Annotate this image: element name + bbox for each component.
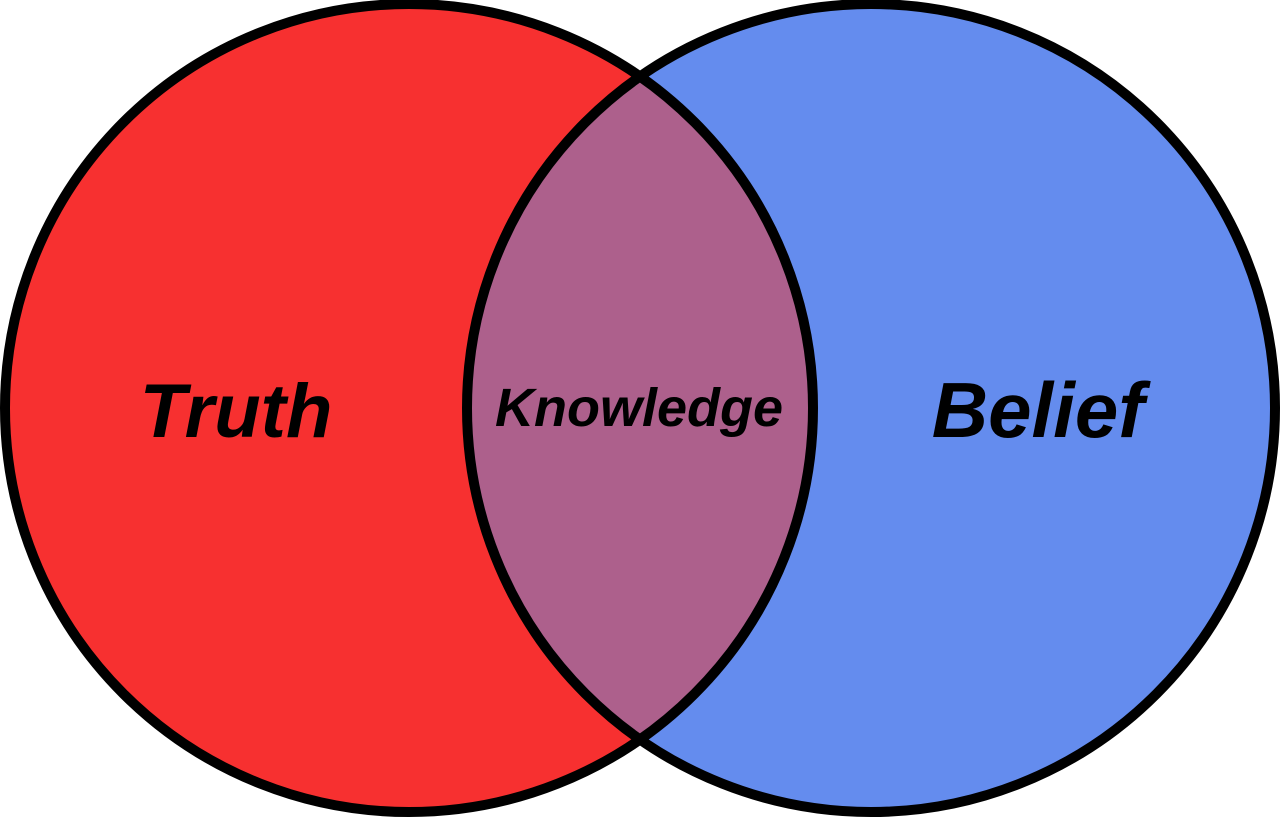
belief-label: Belief <box>932 366 1151 454</box>
knowledge-intersection <box>467 4 813 812</box>
belief-circle-outline <box>462 0 1280 817</box>
truth-circle-outline <box>0 0 818 817</box>
truth-label: Truth <box>140 369 333 454</box>
knowledge-label: Knowledge <box>495 378 783 438</box>
